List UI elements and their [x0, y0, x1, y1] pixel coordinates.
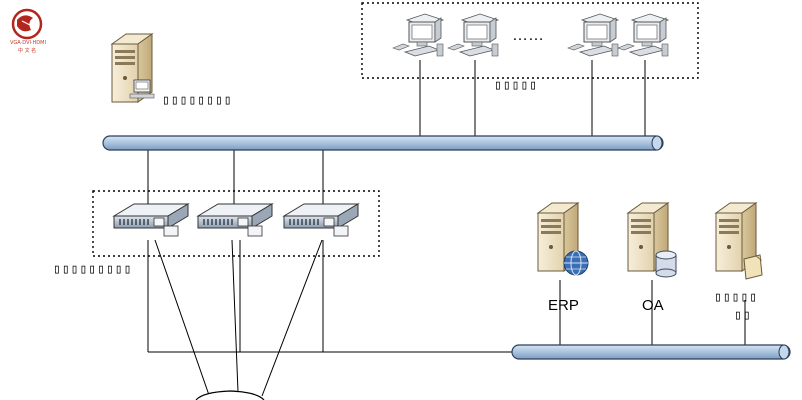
erp-server-icon	[537, 202, 589, 276]
admin-server-label: ▯▯▯▯▯▯▯▯	[162, 93, 233, 108]
document-icon	[743, 254, 763, 280]
logo-caption: VGA·DVI·HDMI	[10, 40, 46, 46]
file-server-label-line2: ▯▯	[734, 308, 752, 323]
connection-lines	[147, 60, 746, 399]
server-icon	[111, 33, 155, 103]
rack-switch-icon	[113, 203, 189, 237]
cloud-icon	[195, 390, 265, 400]
logo-subcaption: 中 文 名	[18, 48, 37, 54]
red-seal-logo	[11, 8, 43, 40]
file-server-label-line1: ▯▯▯▯▯	[714, 290, 759, 305]
workstation-icon	[392, 13, 444, 57]
file-server-icon	[715, 202, 763, 280]
lower-bus	[511, 344, 791, 360]
rack-switch-icon	[197, 203, 273, 237]
oa-server-icon	[627, 202, 677, 278]
erp-label: ERP	[548, 297, 579, 314]
globe-icon	[563, 250, 589, 276]
switches-label: ▯▯▯▯▯▯▯▯▯	[53, 262, 133, 277]
workstations-ellipsis: ……	[512, 27, 544, 44]
workstations-label: ▯▯▯▯▯	[494, 78, 539, 93]
oa-label: OA	[642, 297, 664, 314]
workstation-icon	[617, 13, 669, 57]
workstation-icon	[567, 13, 619, 57]
workstation-icon	[447, 13, 499, 57]
rack-switch-icon	[283, 203, 359, 237]
upper-bus	[102, 135, 664, 151]
database-icon	[655, 250, 677, 278]
